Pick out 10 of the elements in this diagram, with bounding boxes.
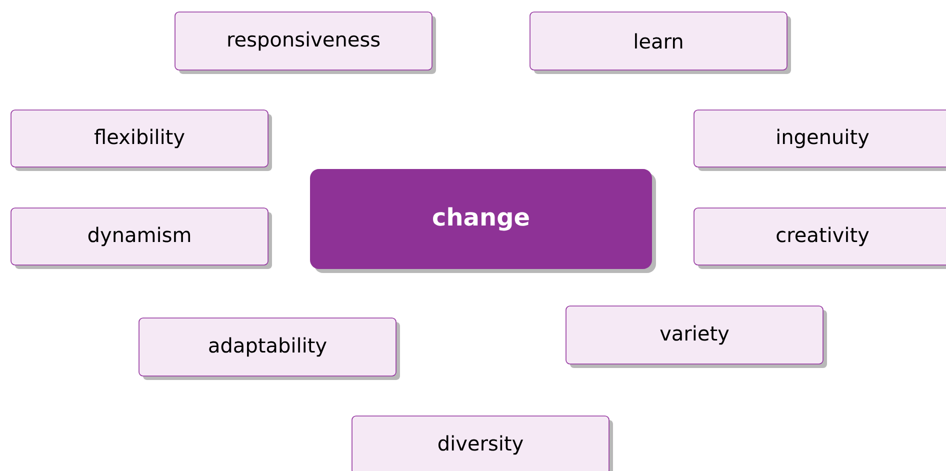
term-box: responsiveness (174, 12, 436, 74)
term-box: ingenuity (694, 110, 946, 171)
term-box: creativity (694, 208, 946, 269)
term-box: diversity (352, 416, 613, 471)
term-box: flexibility (10, 110, 272, 171)
term-box: adaptability (138, 318, 400, 380)
central-box: change (310, 169, 656, 273)
term-box: dynamism (10, 208, 272, 269)
term-box: learn (530, 12, 791, 74)
term-box: variety (566, 306, 827, 368)
